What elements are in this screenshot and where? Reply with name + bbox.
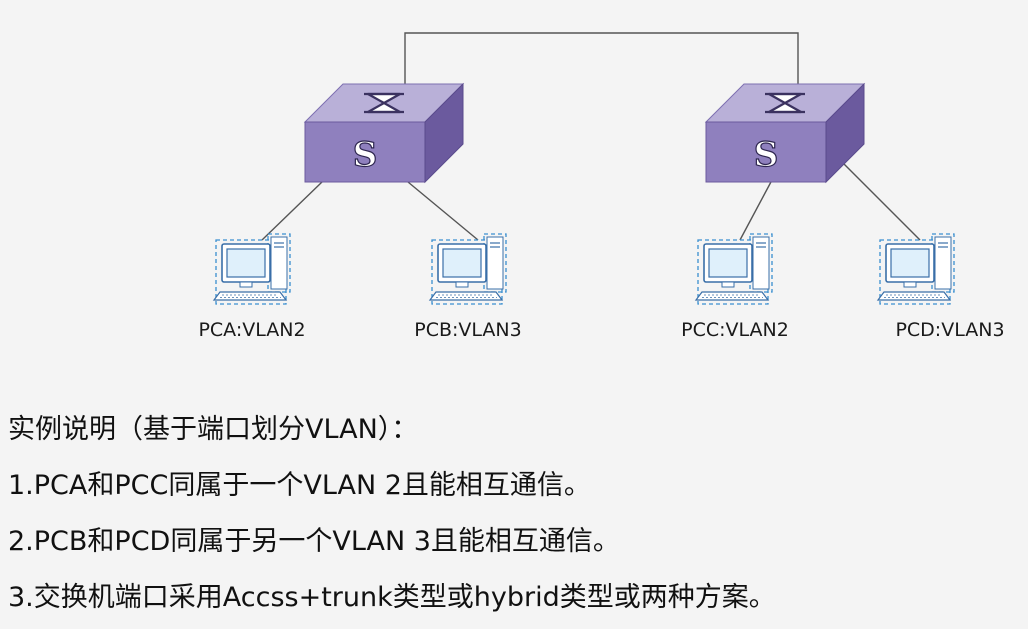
example-notes: 实例说明（基于端口划分VLAN）： 1.PCA和PCC同属于一个VLAN 2且能…	[8, 402, 776, 626]
link-sw2-pcc	[739, 179, 773, 241]
host-pcb: PCB:VLAN3	[414, 233, 522, 341]
host-pca: PCA:VLAN2	[198, 233, 306, 341]
host-label: PCC:VLAN2	[681, 319, 789, 341]
host-label: PCA:VLAN2	[198, 319, 305, 341]
notes-line-3: 3.交换机端口采用Accss+trunk类型或hybrid类型或两种方案。	[8, 582, 776, 613]
switch-sw2: S	[704, 82, 866, 184]
notes-line-2: 2.PCB和PCD同属于另一个VLAN 3且能相互通信。	[8, 526, 620, 557]
notes-title: 实例说明（基于端口划分VLAN）：	[8, 414, 419, 445]
pc-icon	[695, 233, 773, 305]
pc-icon	[429, 233, 507, 305]
trunk-link	[404, 32, 799, 87]
host-label: PCD:VLAN3	[895, 319, 1004, 341]
switch-letter: S	[353, 135, 378, 175]
links	[261, 32, 921, 241]
pc-icon	[213, 233, 291, 305]
host-label: PCB:VLAN3	[414, 319, 521, 341]
pc-icon	[877, 233, 955, 305]
link-sw1-pcb	[407, 181, 479, 241]
network-topology-diagram: S S PCA:VLAN2 PCB:VLAN3 PCC:VLAN2 PCD:VL…	[198, 32, 1005, 341]
switch-letter: S	[754, 135, 779, 175]
notes-line-1: 1.PCA和PCC同属于一个VLAN 2且能相互通信。	[8, 470, 591, 501]
host-pcc: PCC:VLAN2	[681, 233, 789, 341]
link-sw2-pcd	[837, 157, 921, 241]
switch-sw1: S	[303, 82, 465, 184]
host-pcd: PCD:VLAN3	[877, 233, 1005, 341]
link-sw1-pca	[261, 181, 323, 241]
